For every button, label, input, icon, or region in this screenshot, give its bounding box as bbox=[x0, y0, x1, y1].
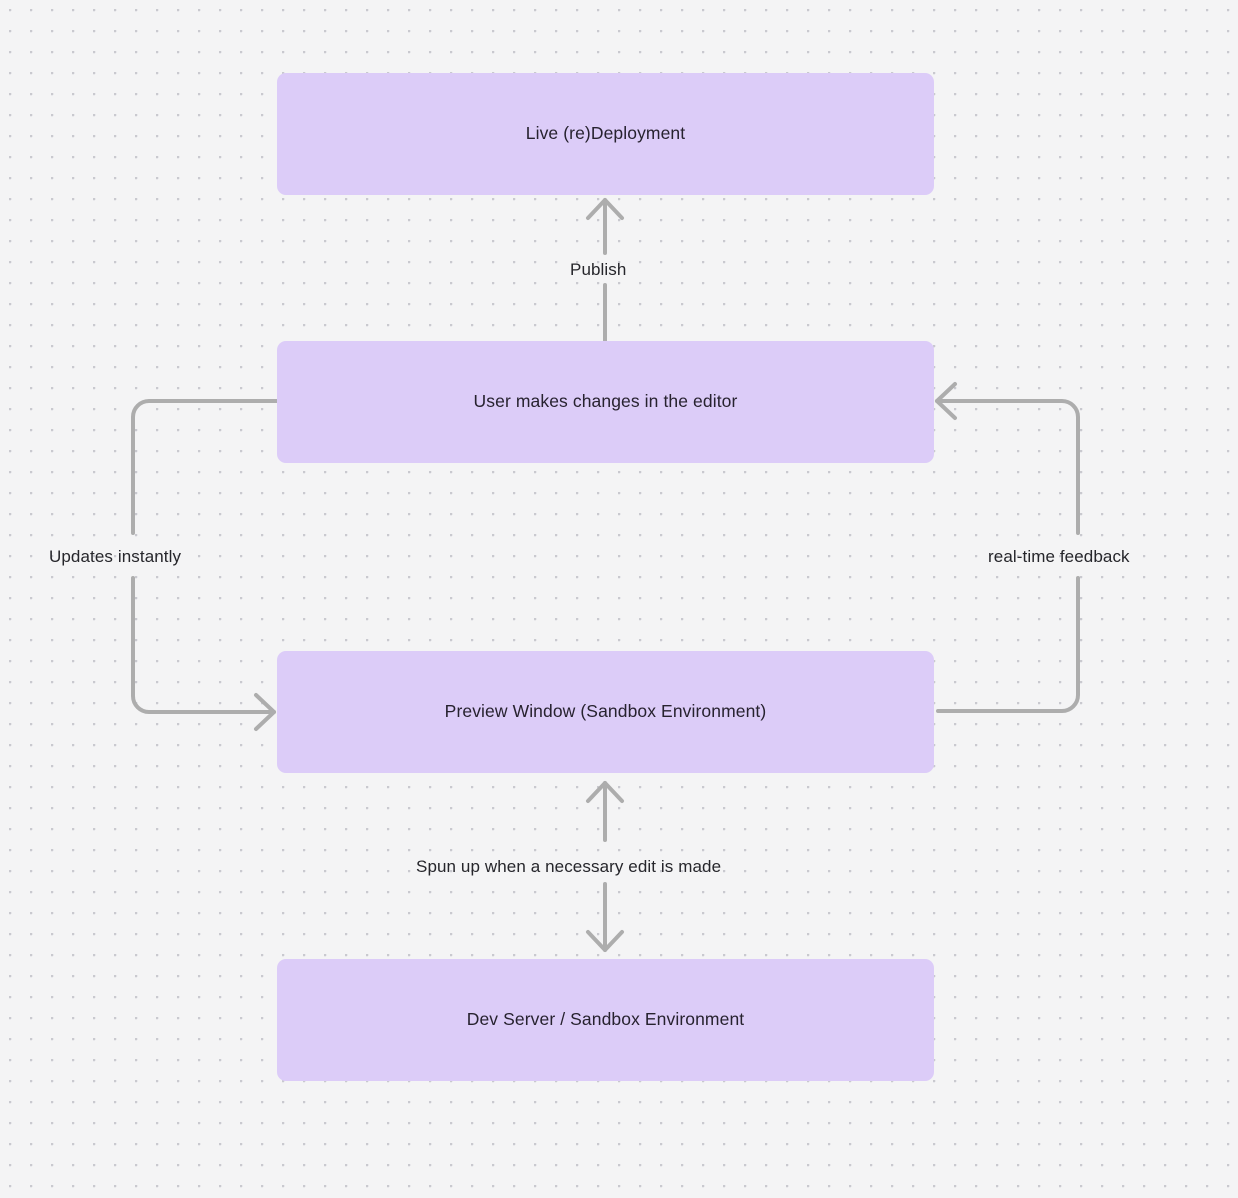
node-preview-window-label: Preview Window (Sandbox Environment) bbox=[444, 701, 767, 722]
arrowhead-right-updates bbox=[254, 693, 276, 731]
node-live-redeployment-label: Live (re)Deployment bbox=[525, 123, 686, 144]
edge-label-spun-up: Spun up when a necessary edit is made bbox=[416, 857, 722, 876]
arrowhead-left-realtime bbox=[935, 382, 957, 420]
node-preview-window[interactable]: Preview Window (Sandbox Environment) bbox=[277, 651, 934, 773]
node-dev-server[interactable]: Dev Server / Sandbox Environment bbox=[277, 959, 934, 1081]
edge-label-publish: Publish bbox=[570, 260, 627, 279]
node-dev-server-label: Dev Server / Sandbox Environment bbox=[466, 1009, 745, 1030]
edge-label-updates-instantly: Updates instantly bbox=[49, 547, 182, 566]
edge-label-real-time-feedback: real-time feedback bbox=[988, 547, 1130, 566]
arrowhead-up-spun bbox=[586, 781, 624, 803]
arrowhead-down-spun bbox=[586, 930, 624, 952]
node-live-redeployment[interactable]: Live (re)Deployment bbox=[277, 73, 934, 195]
arrowhead-up-publish bbox=[586, 198, 624, 220]
node-user-makes-changes[interactable]: User makes changes in the editor bbox=[277, 341, 934, 463]
node-user-makes-changes-label: User makes changes in the editor bbox=[473, 391, 738, 412]
